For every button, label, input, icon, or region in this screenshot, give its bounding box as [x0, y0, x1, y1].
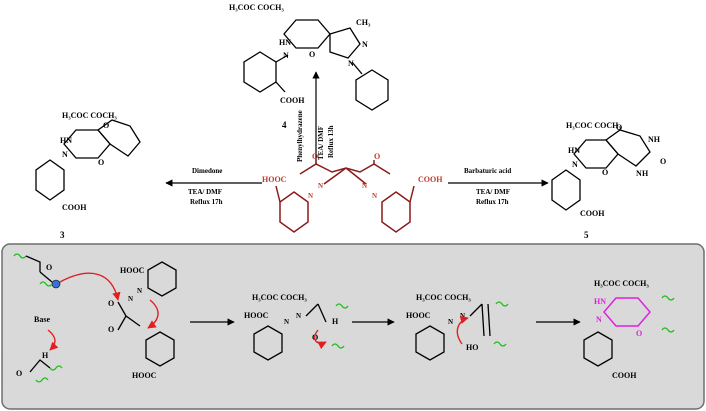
conditions-to-c5: Barbaturic acid TEA/ DMF Reflux 17h: [464, 167, 511, 206]
s1-o1: O: [108, 299, 114, 308]
c5-h3: H: [642, 169, 649, 178]
c4-npyr2-label: N: [348, 59, 354, 68]
h-label: H: [42, 351, 49, 360]
s4-acetyls: H₃COC COCH₃: [594, 279, 649, 288]
c3-benzene-ring: [35, 159, 65, 201]
compound-4: H₃COC COCH₃ CH₃ HN N O N N COOH 4: [229, 3, 389, 130]
c3-nh-label: HN: [60, 136, 72, 145]
start-n3: N: [362, 182, 367, 190]
start-o1: O: [312, 152, 318, 161]
s4-oxadiazine-ring: [603, 297, 651, 327]
s2-acetyls: H₃COC COCH₃: [252, 293, 307, 302]
c5-n-label: N: [572, 160, 578, 169]
start-o2: O: [374, 152, 380, 161]
c5-base: TEA/ DMF: [476, 188, 510, 196]
start-cooh: COOH: [418, 175, 443, 184]
start-benzene-left: [279, 191, 309, 233]
c3-cond: Reflux 17h: [190, 198, 223, 206]
start-n1: N: [318, 182, 323, 190]
start-hooc: HOOC: [262, 175, 287, 184]
mechanism-step-1: HOOC N N O O HOOC: [108, 261, 177, 380]
s4-cooh: COOH: [612, 371, 637, 380]
s1-hooc: HOOC: [120, 266, 145, 275]
c4-base: TEA/ DMF: [317, 126, 325, 160]
conditions-to-c3: Dimedone TEA/ DMF Reflux 17h: [188, 167, 223, 206]
c5-number: 5: [584, 230, 589, 240]
c4-cond: Reflux 13h: [327, 125, 335, 158]
s4-hn: HN: [594, 297, 606, 306]
c5-cond: Reflux 17h: [476, 198, 509, 206]
c4-o-label: O: [309, 50, 315, 59]
starting-bis-azo-compound: HOOC COOH O O N N N N: [262, 152, 443, 233]
s3-acetyls: H₃COC COCH₃: [416, 293, 471, 302]
s1-hooc2: HOOC: [132, 371, 157, 380]
c3-o-label: O: [98, 158, 104, 167]
mechanism-step-3: H₃COC COCH₃ HOOC N N HO: [406, 293, 509, 361]
c3-number: 3: [60, 230, 65, 240]
s1-n1: N: [137, 287, 142, 295]
s3-n1: N: [448, 318, 453, 326]
carbanion-charge-icon: [51, 279, 61, 289]
compound-5: H₃COC COCH₃ O NH O N H HN N O COOH 5: [551, 121, 666, 240]
mechanism-step-4-product: H₃COC COCH₃ HN N O COOH: [583, 279, 675, 380]
s1-o2: O: [108, 325, 114, 334]
base-label: Base: [34, 315, 50, 324]
c4-oxadiazine-ring: [283, 19, 331, 49]
c4-methyl: CH₃: [356, 18, 371, 27]
c4-phenyl-ring: [355, 69, 389, 111]
c5-n3: N: [636, 169, 642, 178]
s1-n2: N: [128, 295, 133, 303]
mechanism-enolate: O Base H O: [13, 253, 121, 383]
c4-cooh-label: COOH: [280, 96, 305, 105]
c3-acetyl-groups: H₃COC COCH₃: [62, 111, 117, 120]
conditions-to-c4: Phenylhydrazene TEA/ DMF Reflux 13h: [296, 110, 335, 162]
base-o: O: [16, 369, 22, 378]
s2-hooc: HOOC: [244, 311, 269, 320]
c3-n-label: N: [62, 150, 68, 159]
c5-cooh-label: COOH: [580, 209, 605, 218]
start-n4: N: [372, 192, 377, 200]
c5-o-ring: O: [602, 168, 608, 177]
s2-n2: N: [296, 312, 301, 320]
c3-base: TEA/ DMF: [188, 188, 222, 196]
enolate-o: O: [46, 263, 52, 272]
s3-ho: HO: [466, 343, 478, 352]
c4-nh-label: HN: [279, 38, 291, 47]
c5-reagent: Barbaturic acid: [464, 167, 511, 175]
c5-acetyl-groups: H₃COC COCH₃: [566, 121, 621, 130]
c3-cooh-label: COOH: [62, 203, 87, 212]
c3-reagent: Dimedone: [192, 167, 222, 175]
start-n2: N: [308, 192, 313, 200]
s4-o: O: [636, 329, 642, 338]
s3-hooc: HOOC: [406, 311, 431, 320]
c4-benzene-ring-1: [243, 51, 277, 93]
c5-o2: O: [660, 157, 666, 166]
c4-reagent: Phenylhydrazene: [296, 110, 304, 162]
c4-acetyl-groups: H₃COC COCH₃: [229, 3, 284, 12]
c5-o1: O: [616, 123, 622, 132]
c4-pyrazole-ring: [329, 27, 361, 59]
start-benzene-right: [381, 191, 411, 233]
s4-n: N: [596, 315, 602, 324]
c4-npyr1-label: N: [362, 40, 368, 49]
mechanism-panel: [1, 243, 705, 410]
c5-benzene-ring: [551, 169, 581, 211]
c3-cyclohexenone-ring: [97, 119, 141, 157]
compound-3: H₃COC COCH₃ O HN N O COOH 3: [35, 111, 141, 240]
c5-nh2: NH: [648, 135, 661, 144]
c5-nh1: HN: [568, 146, 580, 155]
c4-number: 4: [282, 120, 287, 130]
mechanism-step-2: H₃COC COCH₃ HOOC N N O H: [244, 293, 349, 361]
c5-pyrimidine-ring: [605, 129, 651, 167]
c5-oxadiazine-ring: [573, 139, 619, 169]
s2-n1: N: [284, 318, 289, 326]
s2-h: H: [332, 317, 339, 326]
c3-keto-o: O: [103, 121, 109, 130]
